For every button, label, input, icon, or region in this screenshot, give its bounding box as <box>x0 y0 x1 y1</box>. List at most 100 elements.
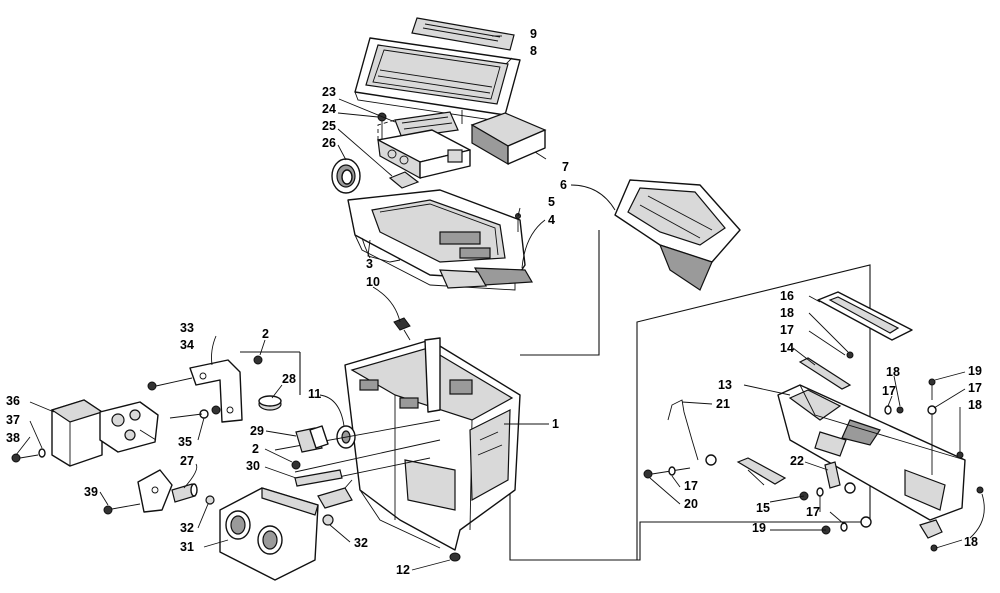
callout-23: 23 <box>322 85 336 99</box>
callout-6: 6 <box>560 178 567 192</box>
grommet-part-12 <box>449 552 461 562</box>
callout-18-b: 18 <box>886 365 900 379</box>
dual-port-duct-part-31 <box>219 487 319 581</box>
callout-30: 30 <box>246 459 260 473</box>
plug-part-32-right <box>322 514 334 526</box>
tube-part-30 <box>294 469 343 487</box>
callout-17-a: 17 <box>780 323 794 337</box>
callout-13: 13 <box>718 378 732 392</box>
callout-27: 27 <box>180 454 194 468</box>
callout-21: 21 <box>716 397 730 411</box>
callout-11: 11 <box>308 387 321 401</box>
airbox-cover-part-8 <box>354 37 521 123</box>
callout-37: 37 <box>6 413 20 427</box>
callout-25: 25 <box>322 119 336 133</box>
callout-17-c: 17 <box>968 381 982 395</box>
callout-28: 28 <box>282 372 296 386</box>
hose-clamp-part-28 <box>258 395 282 411</box>
callout-18-c: 18 <box>968 398 982 412</box>
callout-34: 34 <box>180 338 194 352</box>
grommet-part-25 <box>388 171 420 189</box>
callout-10: 10 <box>366 275 380 289</box>
bolt-part-20 <box>643 467 691 479</box>
airbox-body-part-1 <box>344 337 521 551</box>
washer-part-35 <box>169 405 221 419</box>
cable-part-21 <box>667 399 717 466</box>
intake-duct-part-6 <box>614 179 741 291</box>
callout-24: 24 <box>322 102 336 116</box>
bolt-part-39 <box>103 503 141 515</box>
pin-part-18-right <box>956 451 964 459</box>
nut-part-2-lower <box>291 460 301 470</box>
seal-strip-part-4 <box>439 267 534 289</box>
washer-part-37 <box>38 448 46 458</box>
callout-32-right: 32 <box>354 536 368 550</box>
callout-29: 29 <box>250 424 264 438</box>
callout-17-e: 17 <box>806 505 820 519</box>
callout-2-lower: 2 <box>252 442 259 456</box>
callout-26: 26 <box>322 136 336 150</box>
callout-32-left: 32 <box>180 521 194 535</box>
bracket-part-33 <box>189 359 243 423</box>
callout-18-d: 18 <box>964 535 978 549</box>
plug-part-32-left <box>205 495 215 505</box>
callout-2-upper: 2 <box>262 327 269 341</box>
group-line-intake <box>520 230 600 356</box>
nut-part-18-bottom <box>919 486 984 552</box>
seal-ring-part-26 <box>331 158 361 194</box>
callout-33: 33 <box>180 321 194 335</box>
bolt-part-19-lower <box>821 516 872 535</box>
nut-part-2-upper <box>253 355 263 365</box>
callout-19-b: 19 <box>752 521 766 535</box>
bolt-part-10 <box>393 317 411 341</box>
washer-part-17-left <box>668 466 676 476</box>
bushing-part-27 <box>171 483 198 503</box>
leader-lines <box>15 35 985 571</box>
cover-part-36 <box>50 399 104 467</box>
callout-1: 1 <box>552 417 559 431</box>
callout-7: 7 <box>562 160 569 174</box>
callout-4: 4 <box>548 213 555 227</box>
callout-35: 35 <box>178 435 192 449</box>
callout-5: 5 <box>548 195 555 209</box>
callout-22: 22 <box>790 454 804 468</box>
bolt-part-34 <box>147 377 193 391</box>
callout-labels: 1 2 2 3 4 5 6 7 8 9 10 11 12 13 14 15 16… <box>6 27 982 577</box>
callout-38: 38 <box>6 431 20 445</box>
callout-15: 15 <box>756 501 770 515</box>
decal-part-23 <box>394 111 459 139</box>
plate-part-15 <box>736 457 787 485</box>
callout-39: 39 <box>84 485 98 499</box>
callout-19-a: 19 <box>968 364 982 378</box>
callout-17-b: 17 <box>882 384 896 398</box>
callout-3: 3 <box>366 257 373 271</box>
bolt-part-19-upper <box>799 482 856 501</box>
group-line-intake-rear <box>509 264 871 561</box>
clip-part-29 <box>295 425 329 453</box>
rod-part-14 <box>798 357 852 390</box>
callout-17-d: 17 <box>684 479 698 493</box>
decal-part-9 <box>411 17 515 51</box>
callout-36: 36 <box>6 394 20 408</box>
linkage-bracket <box>317 479 353 509</box>
pin-part-18-top <box>846 351 854 359</box>
screw-part-38 <box>11 453 39 463</box>
gasket-part-16 <box>817 291 913 341</box>
callout-9: 9 <box>530 27 537 41</box>
callout-16: 16 <box>780 289 794 303</box>
callout-12: 12 <box>396 563 410 577</box>
callout-31: 31 <box>180 540 194 554</box>
washer-part-17-right-upper <box>884 405 904 415</box>
air-filter-part-7 <box>470 112 547 166</box>
callout-20: 20 <box>684 497 698 511</box>
callout-14: 14 <box>780 341 794 355</box>
bracket-part-22 <box>824 461 841 489</box>
airbox-tray-part-3 <box>347 189 526 291</box>
duct-part-13 <box>777 384 966 521</box>
screw-part-5 <box>515 213 521 232</box>
plate-near-39 <box>137 469 173 513</box>
control-assembly <box>99 401 159 453</box>
callout-8: 8 <box>530 44 537 58</box>
electrical-module <box>377 119 471 180</box>
